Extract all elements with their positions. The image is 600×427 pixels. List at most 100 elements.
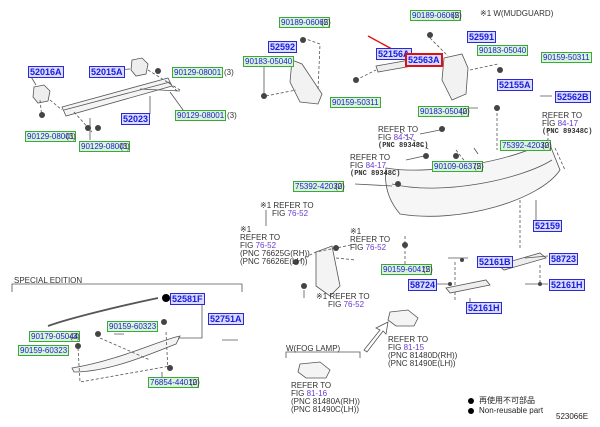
reference-text: REFER TO [329, 292, 370, 301]
bumper-reinforcement-shape [61, 77, 173, 117]
pnc-label: (PNC 81490E(LH)) [388, 359, 456, 368]
part-number-52161H[interactable]: 52161H [466, 302, 502, 314]
fig-link[interactable]: 84-17 [393, 133, 415, 142]
fig-label: FIG [378, 133, 392, 142]
part-number-52016A[interactable]: 52016A [28, 66, 64, 78]
fig-link[interactable]: 76-52 [255, 241, 277, 250]
quantity-label: (3) [224, 68, 234, 77]
fig-link[interactable]: 84-17 [557, 119, 579, 128]
quantity-label: (2) [460, 107, 470, 116]
part-number-90189-06065[interactable]: 90189-06065 [410, 10, 462, 21]
fig-label: FIG [328, 300, 342, 309]
quantity-label: (2) [542, 141, 552, 150]
part-number-90159-50311[interactable]: 90159-50311 [330, 97, 381, 108]
part-number-90189-06065[interactable]: 90189-06065 [279, 17, 331, 28]
pnc-label: (PNC 76625G(RH)) [240, 249, 310, 258]
mudguard-shape [315, 245, 341, 297]
step-pad-left-shape [445, 279, 491, 294]
garnish-moulding-shape [47, 297, 159, 327]
left-side-retainer-shape [289, 59, 323, 105]
part-number-52023[interactable]: 52023 [121, 113, 151, 125]
fog-lamp-left-shape [297, 361, 331, 379]
arrow-outline-icon [363, 321, 389, 353]
reference-fig-84-17[interactable]: REFER TO FIG 84-17 (PNC 89348C) [542, 112, 593, 137]
part-number-90159-60415[interactable]: 90159-60415 [381, 264, 433, 275]
fig-link[interactable]: 76-52 [365, 243, 387, 252]
reference-fig-76-52[interactable]: ※1 REFER TO FIG 76-52 [350, 228, 390, 252]
part-number-52591[interactable]: 52591 [467, 31, 497, 43]
fig-link[interactable]: 84-17 [365, 161, 387, 170]
part-number-58724[interactable]: 58724 [408, 279, 438, 291]
right-side-retainer-shape [441, 53, 469, 101]
right-bracket-shape [130, 57, 149, 77]
pnc-label: (PNC 81490C(LH)) [291, 405, 360, 414]
part-number-52581F[interactable]: 52581F [170, 293, 205, 305]
figure-code: 523066E [556, 412, 589, 421]
part-number-58723[interactable]: 58723 [549, 253, 579, 265]
part-number-52751A[interactable]: 52751A [208, 313, 244, 325]
part-number-52161B[interactable]: 52161B [477, 256, 513, 268]
part-number-90159-50311[interactable]: 90159-50311 [541, 52, 592, 63]
quantity-label: (3) [66, 132, 76, 141]
part-number-90129-08001[interactable]: 90129-08001 [175, 110, 227, 121]
part-number-90129-08001[interactable]: 90129-08001 [172, 67, 224, 78]
reference-fig-81-15[interactable]: REFER TO FIG 81-15 (PNC 81480D(RH)) (PNC… [388, 336, 457, 368]
fig-label: FIG [291, 389, 305, 398]
fig-link[interactable]: 76-52 [343, 300, 365, 309]
fig-label: FIG [272, 209, 286, 218]
part-number-52159[interactable]: 52159 [533, 220, 563, 232]
mudguard-mark: ※1 [260, 201, 272, 210]
reference-text: REFER TO [350, 153, 391, 162]
part-number-52015A[interactable]: 52015A [89, 66, 125, 78]
special-edition-label: SPECIAL EDITION [14, 276, 83, 285]
fig-label: FIG [388, 343, 402, 352]
reference-fig-84-17[interactable]: REFER TO FIG 84-17 (PNC 89348C) [378, 126, 428, 151]
pnc-label: (PNC 89348C) [542, 128, 593, 136]
mudguard-mark: ※1 [316, 292, 328, 301]
fog-lamp-label: W(FOG LAMP) [286, 344, 341, 353]
non-reusable-dot-icon [468, 397, 474, 404]
fig-label: FIG [350, 243, 364, 252]
part-number-52161H[interactable]: 52161H [549, 279, 585, 291]
quantity-label: (2) [321, 18, 331, 27]
part-number-52563A-highlighted[interactable]: 52563A [405, 53, 443, 67]
part-number-90183-05040[interactable]: 90183-05040 [243, 56, 295, 67]
fig-link[interactable]: 81-15 [403, 343, 425, 352]
pnc-label: (PNC 81480D(RH)) [388, 351, 458, 360]
reference-fig-76-52[interactable]: ※1 REFER TO FIG 76-52 [316, 293, 370, 309]
part-number-90183-05040[interactable]: 90183-05040 [477, 45, 529, 56]
quantity-label: (2) [335, 182, 345, 191]
quantity-label: (2) [190, 378, 200, 387]
quantity-label: (3) [227, 111, 237, 120]
reference-text: REFER TO [291, 381, 332, 390]
part-number-90129-08001[interactable]: 90129-08001 [25, 131, 77, 142]
part-number-90109-06375[interactable]: 90109-06375 [432, 161, 484, 172]
part-number-90159-60323[interactable]: 90159-60323 [18, 345, 70, 356]
fog-lamp-bracket [285, 351, 361, 358]
reference-fig-76-52-mudguard[interactable]: ※1 REFER TO FIG 76-52 (PNC 76625G(RH)) (… [240, 226, 310, 266]
part-number-90183-05040[interactable]: 90183-05040 [418, 106, 470, 117]
part-number-75392-42030[interactable]: 75392-42030 [293, 181, 345, 192]
reference-fig-84-17[interactable]: REFER TO FIG 84-17 (PNC 89348C) [350, 153, 400, 179]
fig-link[interactable]: 76-52 [287, 209, 309, 218]
quantity-label: (2) [474, 162, 484, 171]
special-edition-bracket [11, 283, 243, 292]
rear-garnish-shape [71, 335, 181, 373]
part-number-52155A[interactable]: 52155A [497, 79, 533, 91]
fig-link[interactable]: 81-16 [306, 389, 328, 398]
reference-fig-76-52[interactable]: ※1 REFER TO FIG 76-52 [260, 202, 314, 218]
part-number-75392-42030[interactable]: 75392-42030 [500, 140, 552, 151]
reference-text: REFER TO [388, 335, 429, 344]
part-number-52592[interactable]: 52592 [268, 41, 298, 53]
part-number-52562B[interactable]: 52562B [555, 91, 591, 103]
reference-fig-81-16[interactable]: REFER TO FIG 81-16 (PNC 81480A(RH)) (PNC… [291, 382, 360, 414]
quantity-label: (3) [70, 332, 80, 341]
pnc-label: (PNC 81480A(RH)) [291, 397, 360, 406]
fog-lamp-right-shape [387, 309, 419, 327]
legend-non-reusable-en: Non-reusable part [468, 406, 543, 415]
part-number-90129-08001[interactable]: 90129-08001 [79, 141, 131, 152]
part-number-90179-05044[interactable]: 90179-05044 [29, 331, 81, 342]
non-reusable-dot-icon [468, 407, 474, 414]
part-number-90159-60323[interactable]: 90159-60323 [107, 321, 159, 332]
part-number-76854-44010[interactable]: 76854-44010 [148, 377, 200, 388]
